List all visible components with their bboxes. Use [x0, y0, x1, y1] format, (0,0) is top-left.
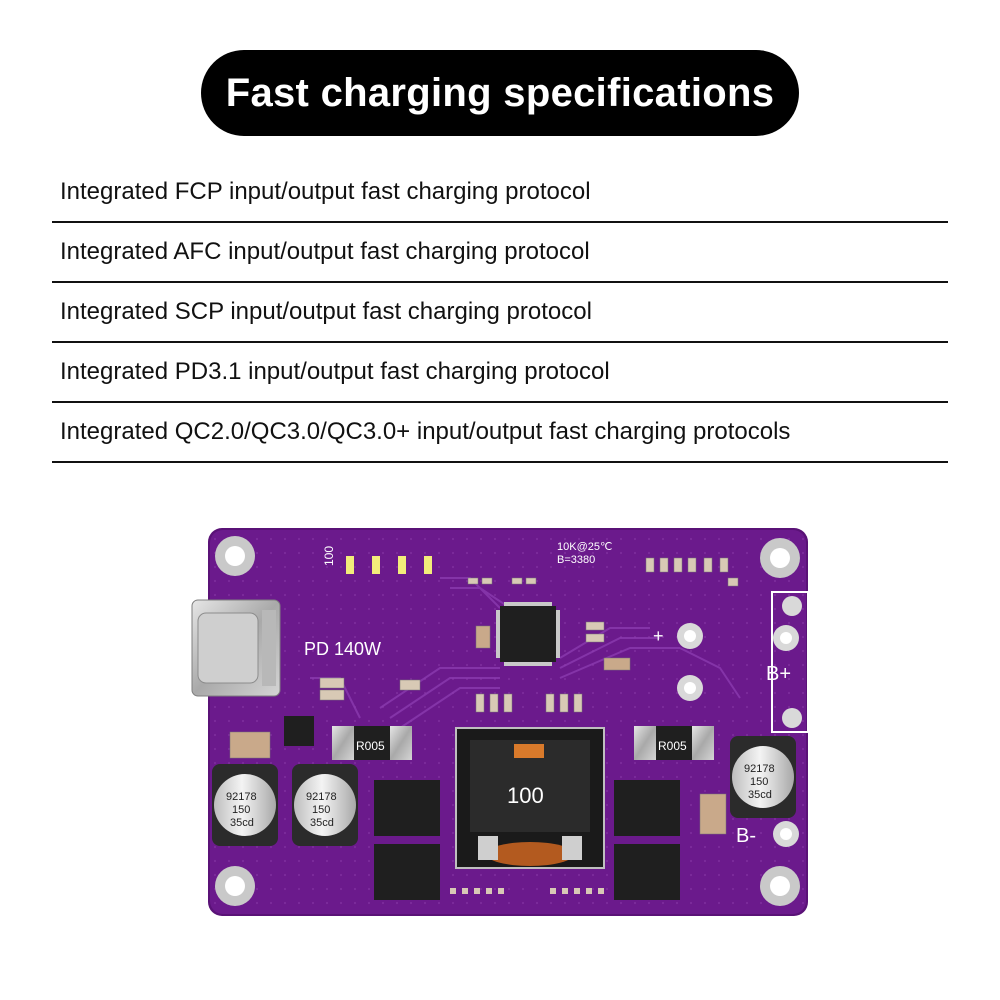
- mounting-hole: [760, 866, 800, 906]
- small-ic: [284, 716, 314, 746]
- spec-row: Integrated SCP input/output fast chargin…: [52, 283, 948, 343]
- cap-text: 35cd: [748, 789, 772, 801]
- cap-text: 92178: [226, 791, 257, 803]
- controller-ic: [496, 602, 560, 666]
- bottom-pads: [450, 888, 604, 894]
- mounting-hole: [760, 538, 800, 578]
- spec-text: Integrated AFC input/output fast chargin…: [60, 238, 590, 265]
- cap-text: 92178: [744, 763, 775, 775]
- electrolytic-capacitor: [292, 764, 358, 846]
- spec-text: Integrated QC2.0/QC3.0/QC3.0+ input/outp…: [60, 418, 791, 445]
- led-label: 100: [322, 546, 336, 566]
- title-pill: Fast charging specifications: [201, 50, 799, 136]
- cap-text: 35cd: [230, 817, 254, 829]
- electrolytic-capacitor: [212, 764, 278, 846]
- resistor-label-right: R005: [658, 739, 687, 753]
- spec-row: Integrated FCP input/output fast chargin…: [52, 163, 948, 223]
- spec-text: Integrated SCP input/output fast chargin…: [60, 298, 592, 325]
- mosfets: [374, 780, 680, 900]
- cap-text: 35cd: [310, 817, 334, 829]
- spec-text: Integrated FCP input/output fast chargin…: [60, 178, 591, 205]
- led-row: [346, 556, 432, 574]
- terminal-pads: [677, 591, 809, 847]
- plus-label: +: [653, 626, 664, 646]
- resistor-label-left: R005: [356, 739, 385, 753]
- mounting-hole: [215, 866, 255, 906]
- pcb-board-graphic: 100 10K@25℃ B=3380: [191, 528, 809, 916]
- cap-text: 150: [232, 804, 250, 816]
- cap-text: 150: [750, 776, 768, 788]
- pcb-board-image: 100 10K@25℃ B=3380: [180, 518, 820, 926]
- thermistor-label-1: 10K@25℃: [557, 541, 612, 553]
- b-plus-label: B+: [766, 663, 791, 685]
- pd-label: PD 140W: [304, 639, 381, 659]
- spec-row: Integrated AFC input/output fast chargin…: [52, 223, 948, 283]
- cap-text: 92178: [306, 791, 337, 803]
- electrolytic-capacitor: [730, 736, 796, 818]
- page-title: Fast charging specifications: [225, 70, 775, 115]
- spec-row: Integrated PD3.1 input/output fast charg…: [52, 343, 948, 403]
- inductor-label: 100: [507, 783, 544, 808]
- spec-row: Integrated QC2.0/QC3.0/QC3.0+ input/outp…: [52, 403, 948, 463]
- cap-text: 150: [312, 804, 330, 816]
- shunt-resistor-left: [332, 726, 412, 760]
- thermistor-label-2: B=3380: [557, 554, 595, 566]
- spec-text: Integrated PD3.1 input/output fast charg…: [60, 358, 610, 385]
- shunt-resistor-right: [634, 726, 714, 760]
- spec-list: Integrated FCP input/output fast chargin…: [52, 163, 948, 463]
- b-minus-label: B-: [736, 825, 756, 847]
- smd-components: [229, 557, 739, 835]
- usb-c-connector: [191, 599, 281, 697]
- power-inductor: [455, 727, 605, 869]
- mounting-hole: [215, 536, 255, 576]
